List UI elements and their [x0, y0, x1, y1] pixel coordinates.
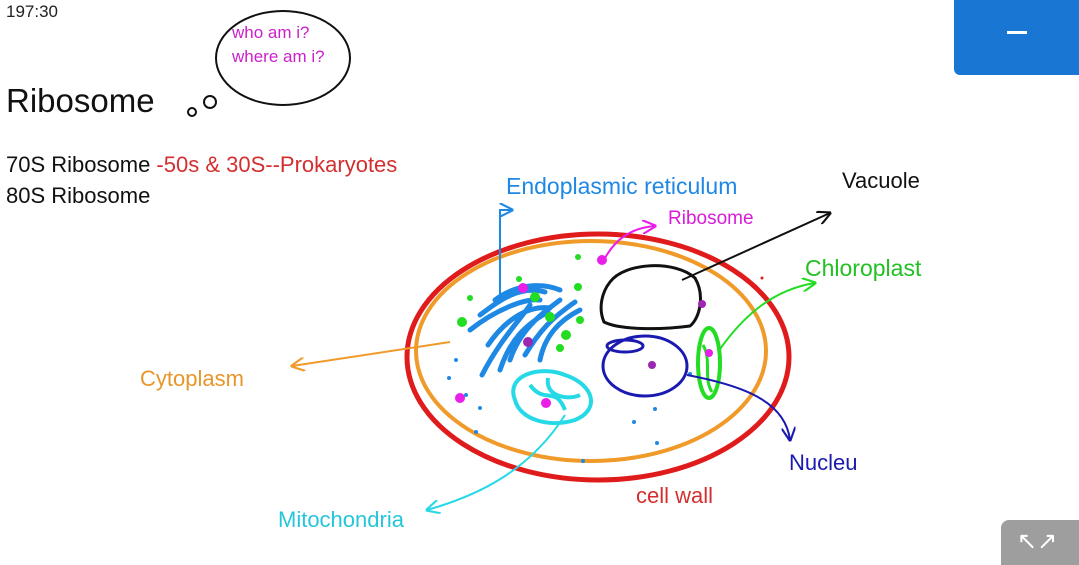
- label-cytoplasm: Cytoplasm: [140, 366, 244, 391]
- cell-membrane: [414, 239, 768, 463]
- note-70s: 70S Ribosome -50s & 30S--Prokaryotes: [6, 152, 397, 178]
- expand-arrows-icon: ↖↗: [1017, 528, 1058, 555]
- endoplasmic-reticulum: [467, 283, 583, 378]
- mitochondria: [511, 369, 593, 426]
- nucleus-arrow: [686, 374, 790, 440]
- label-vacuole: Vacuole: [842, 168, 920, 193]
- cell-wall: [404, 231, 792, 483]
- label-nucleus: Nucleu: [789, 450, 858, 475]
- label-mitochondria: Mitochondria: [278, 507, 404, 532]
- timer-readout: 197:30: [6, 2, 58, 21]
- mitochondria-arrow: [427, 414, 566, 510]
- er-arrow: [499, 210, 512, 295]
- nucleus-loop: [605, 338, 645, 354]
- label-ribosome: Ribosome: [668, 208, 754, 229]
- expand-button[interactable]: ↖↗: [1001, 520, 1079, 565]
- ribosome-arrow: [604, 226, 655, 259]
- vacuole: [599, 264, 702, 331]
- nucleolus: [648, 361, 656, 369]
- chloroplast-arrow: [717, 283, 815, 353]
- vacuole-arrow: [681, 213, 830, 281]
- label-chloroplast: Chloroplast: [805, 255, 922, 281]
- note-70s-text: 70S Ribosome: [6, 152, 157, 177]
- note-80s: 80S Ribosome: [6, 183, 151, 208]
- thought-bubble-text: who am i? where am i?: [232, 23, 325, 66]
- cytoplasm-arrow: [292, 341, 451, 366]
- chloroplast-inner: [701, 344, 714, 393]
- ribosome-dots: [447, 254, 764, 463]
- minimize-icon: [1007, 31, 1027, 34]
- label-endoplasmic-reticulum: Endoplasmic reticulum: [506, 173, 738, 199]
- thought-dot-small: [187, 107, 197, 117]
- thought-bubble: [215, 10, 351, 106]
- label-cell-wall: cell wall: [636, 483, 714, 508]
- note-70s-detail: -50s & 30S--Prokaryotes: [156, 152, 398, 177]
- thought-dot-large: [203, 95, 217, 109]
- chloroplast-dot: [705, 349, 713, 357]
- minimize-button[interactable]: [954, 0, 1079, 75]
- nucleus: [601, 334, 689, 398]
- chloroplast: [696, 326, 722, 400]
- page-title: Ribosome: [6, 82, 155, 119]
